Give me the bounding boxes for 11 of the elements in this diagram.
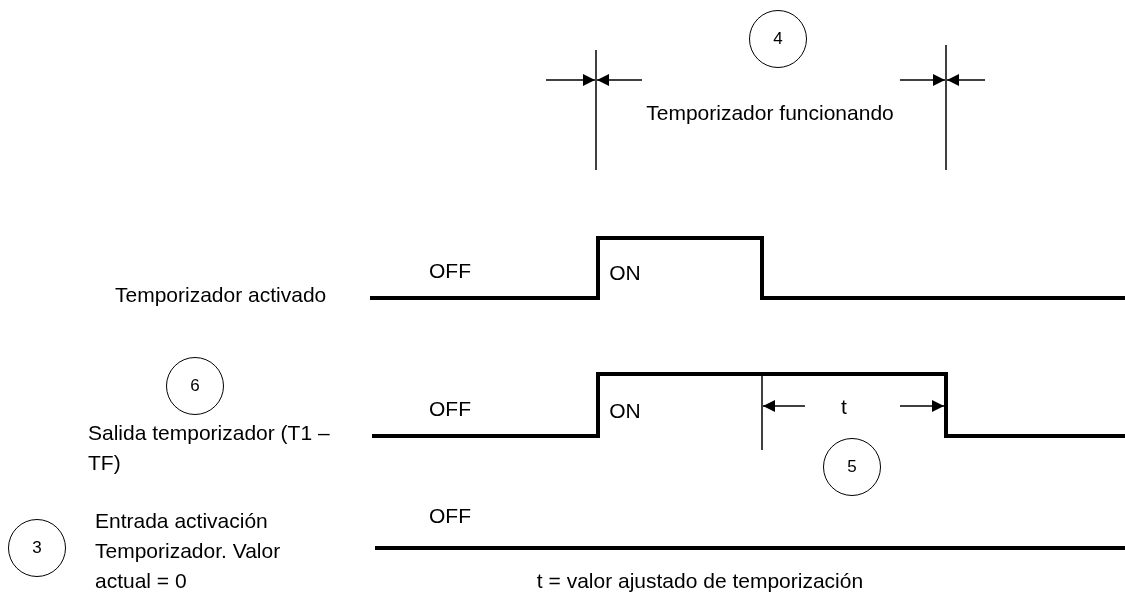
- signal-name: Salida temporizador (T1 –TF): [88, 420, 331, 476]
- state-label: ON: [608, 260, 642, 286]
- signal-name: Entrada activación Temporizador. Valor actual = 0: [95, 508, 282, 594]
- state-label: OFF: [428, 503, 472, 529]
- duration-label: t: [840, 394, 848, 420]
- state-label: ON: [608, 398, 642, 424]
- state-label: OFF: [428, 396, 472, 422]
- interval-label: Temporizador funcionando: [645, 100, 895, 126]
- state-label: OFF: [428, 258, 472, 284]
- note-text: t = valor ajustado de temporización: [535, 568, 865, 594]
- signal-name: Temporizador activado: [115, 282, 328, 308]
